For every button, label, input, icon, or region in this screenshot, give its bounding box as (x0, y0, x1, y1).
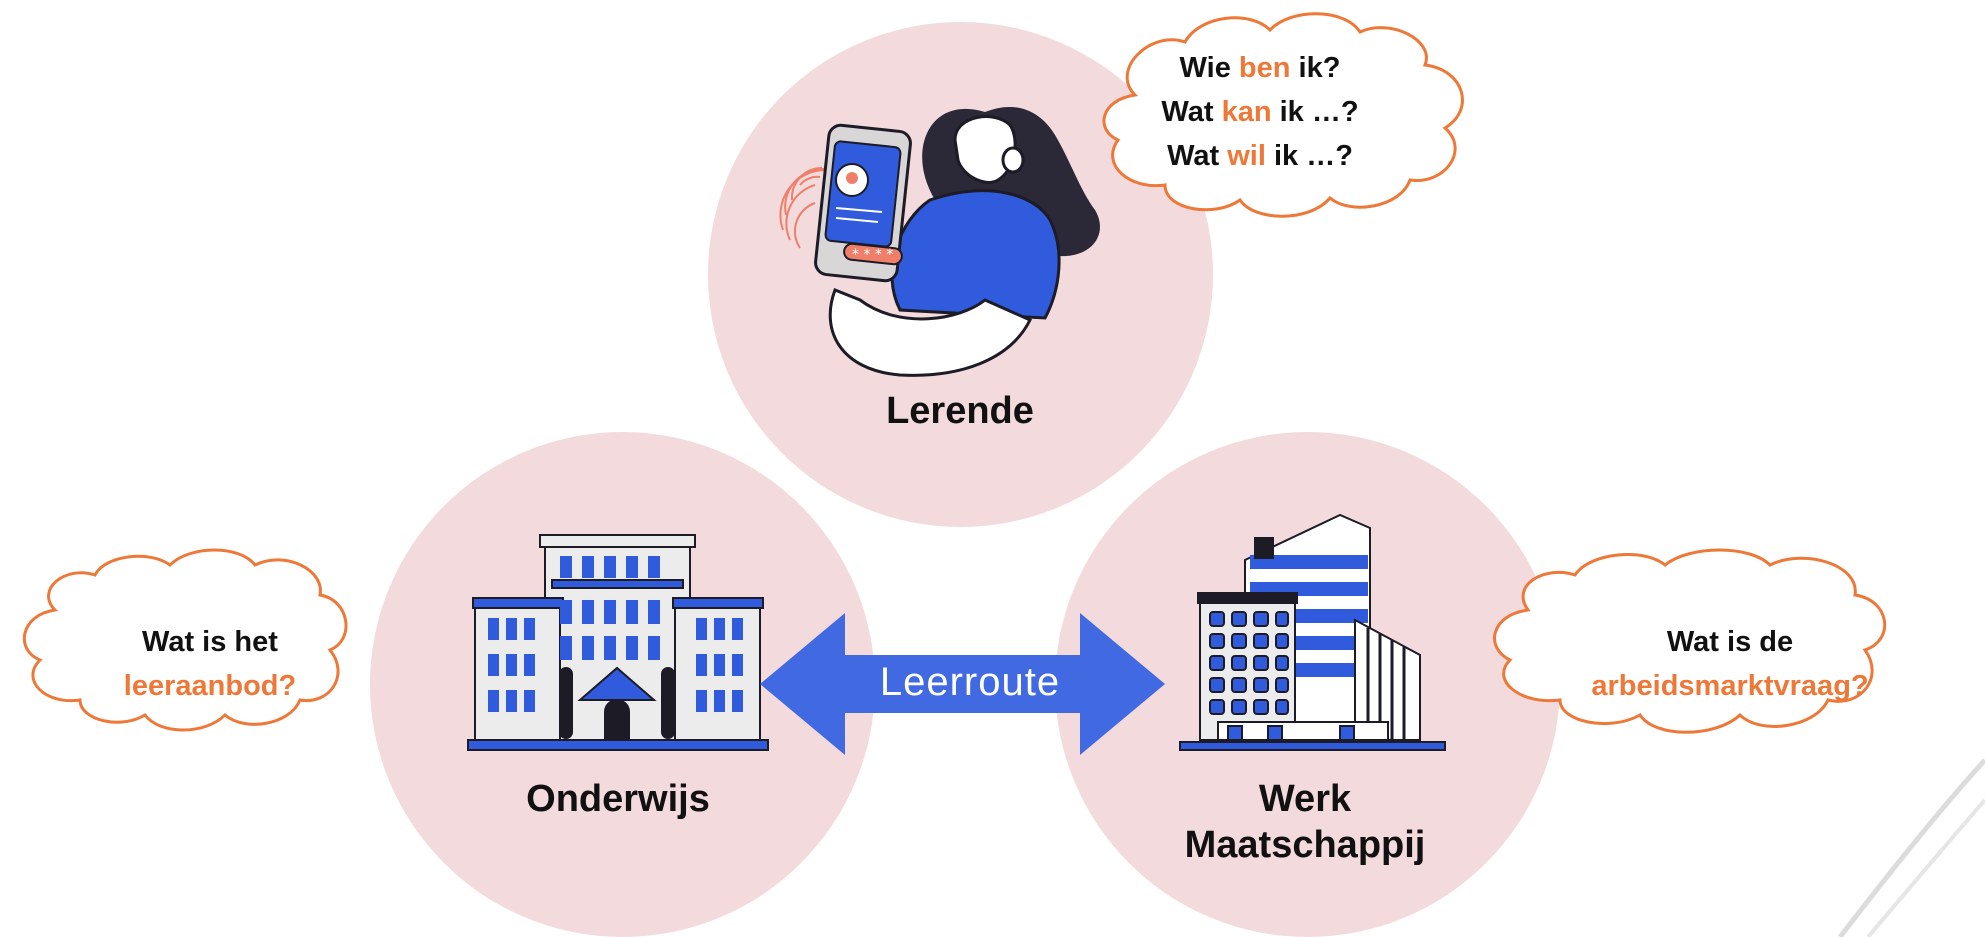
school-building-icon (467, 534, 769, 751)
cloud-left-text: Wat is het leeraanbod? (80, 620, 340, 708)
cloud-left-line1: Wat is het (142, 626, 278, 658)
cloud-top-text: Wie ben ik? Wat kan ik …? Wat wil ik …? (1110, 46, 1410, 178)
highlight-wil: wil (1227, 140, 1266, 172)
onderwijs-label: Onderwijs (526, 778, 710, 820)
svg-text:* * * *: * * * * (852, 247, 893, 263)
cloud-top-line3: Wat wil ik …? (1167, 140, 1353, 172)
cloud-top-line1: Wie ben ik? (1179, 52, 1341, 84)
fingerprint-icon (779, 166, 826, 249)
cloud-left-line2: leeraanbod? (123, 670, 297, 702)
werk-label-line1: Werk (1258, 778, 1352, 820)
highlight-kan: kan (1221, 96, 1272, 128)
highlight-ben: ben (1238, 52, 1291, 84)
office-building-icon (1179, 513, 1446, 751)
thought-cloud-top (1102, 12, 1464, 218)
cloud-right-text: Wat is de arbeidsmarktvraag? (1540, 620, 1920, 708)
leerroute-double-arrow (760, 613, 1165, 755)
werk-label-line2: Maatschappij (1184, 824, 1426, 866)
thought-cloud-left (22, 548, 348, 732)
cloud-top-line2: Wat kan ik …? (1161, 96, 1359, 128)
thought-cloud-right (1493, 548, 1887, 734)
lerende-label: Lerende (886, 390, 1034, 432)
werk-maatschappij-label: Werk Maatschappij (1140, 776, 1470, 868)
cloud-right-line1: Wat is de (1666, 626, 1794, 658)
woman-with-phone-illustration: * * * * (779, 106, 1100, 377)
cloud-right-line2: arbeidsmarktvraag? (1591, 670, 1869, 702)
leerroute-label: Leerroute (879, 660, 1061, 704)
